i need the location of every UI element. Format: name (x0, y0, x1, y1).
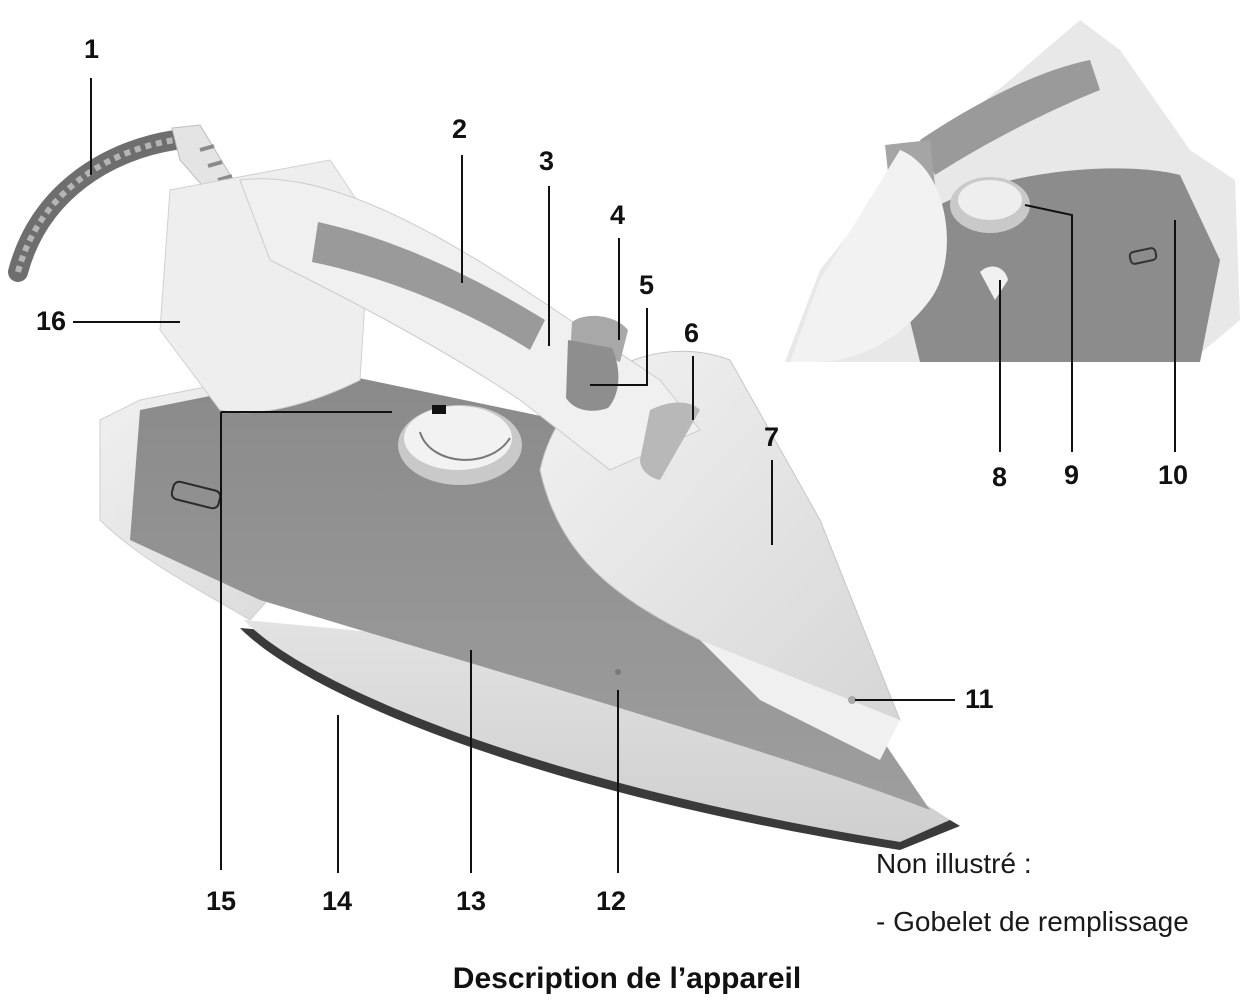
callout-1-power-cord: 1 (84, 34, 100, 64)
figure-caption: Description de l’appareil (452, 962, 802, 995)
brand-logo (170, 480, 222, 510)
callout-3: 3 (539, 146, 555, 176)
leader-lines (73, 78, 1176, 873)
spray-nozzle (848, 696, 856, 704)
callout-11-spray-nozzle: 11 (965, 684, 994, 714)
callout-4-spray-button: 4 (610, 200, 626, 230)
callout-5-steam-burst-button: 5 (639, 270, 655, 300)
callout-10: 10 (1158, 460, 1189, 490)
not-shown-item: - Gobelet de remplissage (876, 906, 1189, 937)
callout-12: 12 (596, 886, 627, 916)
callout-2-handle-grip: 2 (452, 114, 468, 144)
side-panel (130, 372, 930, 810)
callout-14-soleplate: 14 (322, 886, 353, 916)
inset-rear-view (785, 20, 1240, 362)
callout-15-temperature-dial: 15 (206, 886, 237, 916)
callout-6-steam-control: 6 (684, 318, 700, 348)
callout-7-front-cover: 7 (764, 422, 780, 452)
handle-grip (312, 222, 545, 350)
not-shown-heading: Non illustré : (876, 848, 1032, 879)
callout-16: 16 (36, 306, 67, 336)
steam-control-slider (640, 402, 700, 480)
callout-8: 8 (992, 462, 1008, 492)
callout-9: 9 (1064, 460, 1080, 490)
callout-13: 13 (456, 886, 487, 916)
steam-vent (615, 669, 621, 675)
inset-indicator (980, 266, 1008, 300)
steam-burst-button (566, 340, 619, 411)
